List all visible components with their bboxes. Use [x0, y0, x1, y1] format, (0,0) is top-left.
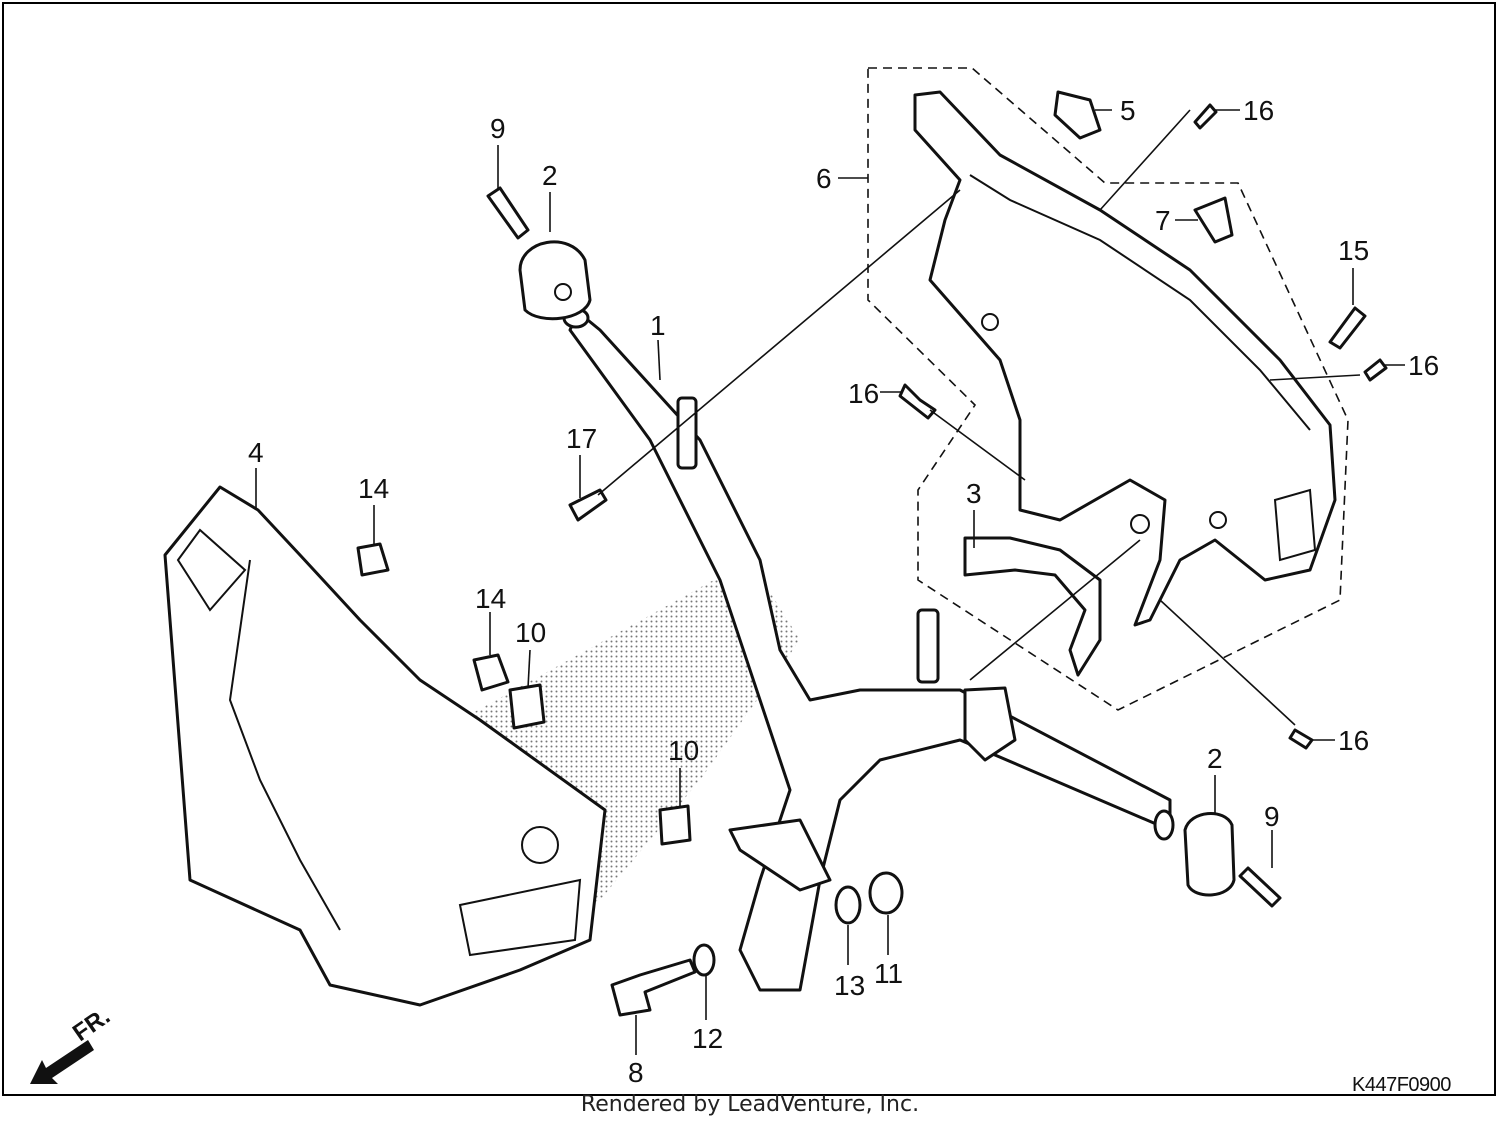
leader-lines: [255, 109, 1405, 1055]
callout-6: 6: [816, 163, 832, 194]
clip-14-upper: [356, 542, 390, 577]
front-cover-inner-edge: [228, 559, 341, 931]
clip-5: [1053, 90, 1102, 140]
bolt-8: [610, 958, 697, 1017]
callout-10-upper: 10: [515, 617, 546, 648]
callout-17: 17: [566, 423, 597, 454]
rear-cover-boss-2: [1130, 514, 1150, 534]
callout-12: 12: [692, 1023, 723, 1054]
stay-bracket-part: [963, 536, 1102, 677]
handlebar-bracket-lower: [916, 608, 940, 684]
callout-9-lower: 9: [1264, 801, 1280, 832]
callout-7: 7: [1155, 205, 1171, 236]
screw-9-upper: [486, 186, 530, 240]
callout-16-c: 16: [848, 378, 879, 409]
handlebar-end-right: [1153, 809, 1175, 841]
nut-10-lower: [658, 804, 692, 846]
front-cover-window: [176, 528, 247, 612]
nut-10-upper: [508, 683, 546, 730]
grip-end-2-upper-hole: [554, 283, 572, 301]
rear-cover-boss-1: [981, 313, 999, 331]
front-cover-hole: [521, 826, 559, 864]
callout-14-lower: 14: [475, 583, 506, 614]
handlebar-part: [568, 310, 1172, 992]
figure-code: K447F0900: [1352, 1074, 1451, 1096]
front-direction-indicator: FR.: [28, 1002, 138, 1097]
grip-end-2-lower: [1183, 812, 1236, 897]
callout-16-a: 16: [1243, 95, 1274, 126]
handlebar-lower-collar: [728, 818, 832, 892]
bushing-11: [868, 871, 904, 915]
callout-1: 1: [650, 310, 666, 341]
rear-cover-recess: [1273, 488, 1317, 562]
diagram-frame: [2, 2, 1496, 1096]
handlebar-bracket-upper: [676, 396, 698, 470]
callout-15: 15: [1338, 235, 1369, 266]
callout-11: 11: [874, 958, 903, 989]
front-direction-label: FR.: [68, 1003, 115, 1047]
screw-16-a: [1193, 103, 1218, 130]
callout-5: 5: [1120, 95, 1136, 126]
callout-10-lower: 10: [668, 735, 699, 766]
screw-17: [568, 488, 608, 522]
callouts: 1 2 2 3 4 5 6 7 8 9 9 10 10 11 12 13 14 …: [248, 95, 1439, 1088]
washer-12: [692, 943, 716, 977]
front-cover-part: [163, 485, 607, 1007]
screw-16-b: [898, 383, 937, 420]
screw-15: [1328, 306, 1367, 350]
handlebar-clamp: [963, 686, 1017, 762]
footer-credit: Rendered by LeadVenture, Inc.: [580, 1092, 920, 1117]
callout-2-upper: 2: [542, 160, 558, 191]
rear-cover-boss-3: [1209, 511, 1227, 529]
screw-9-lower: [1238, 866, 1282, 908]
callout-16-d: 16: [1338, 725, 1369, 756]
callout-3: 3: [966, 478, 982, 509]
callout-8: 8: [628, 1057, 644, 1088]
callout-4: 4: [248, 437, 264, 468]
rear-cover-part: [913, 90, 1337, 627]
callout-9-upper: 9: [490, 113, 506, 144]
callout-2-lower: 2: [1207, 743, 1223, 774]
grip-end-2-upper: [518, 240, 592, 321]
callout-14-upper: 14: [358, 473, 389, 504]
assembly-outline: [867, 67, 1349, 711]
front-cover-vent: [458, 878, 582, 957]
grommet-7: [1193, 196, 1234, 244]
rear-cover-ridge: [969, 174, 1311, 431]
screw-16-d: [1288, 728, 1314, 750]
callout-16-b: 16: [1408, 350, 1439, 381]
screw-16-c: [1363, 358, 1388, 382]
front-arrow-icon: FR.: [30, 1003, 115, 1084]
callout-13: 13: [834, 970, 865, 1001]
collar-13: [834, 885, 862, 925]
clip-14-lower: [472, 653, 510, 692]
